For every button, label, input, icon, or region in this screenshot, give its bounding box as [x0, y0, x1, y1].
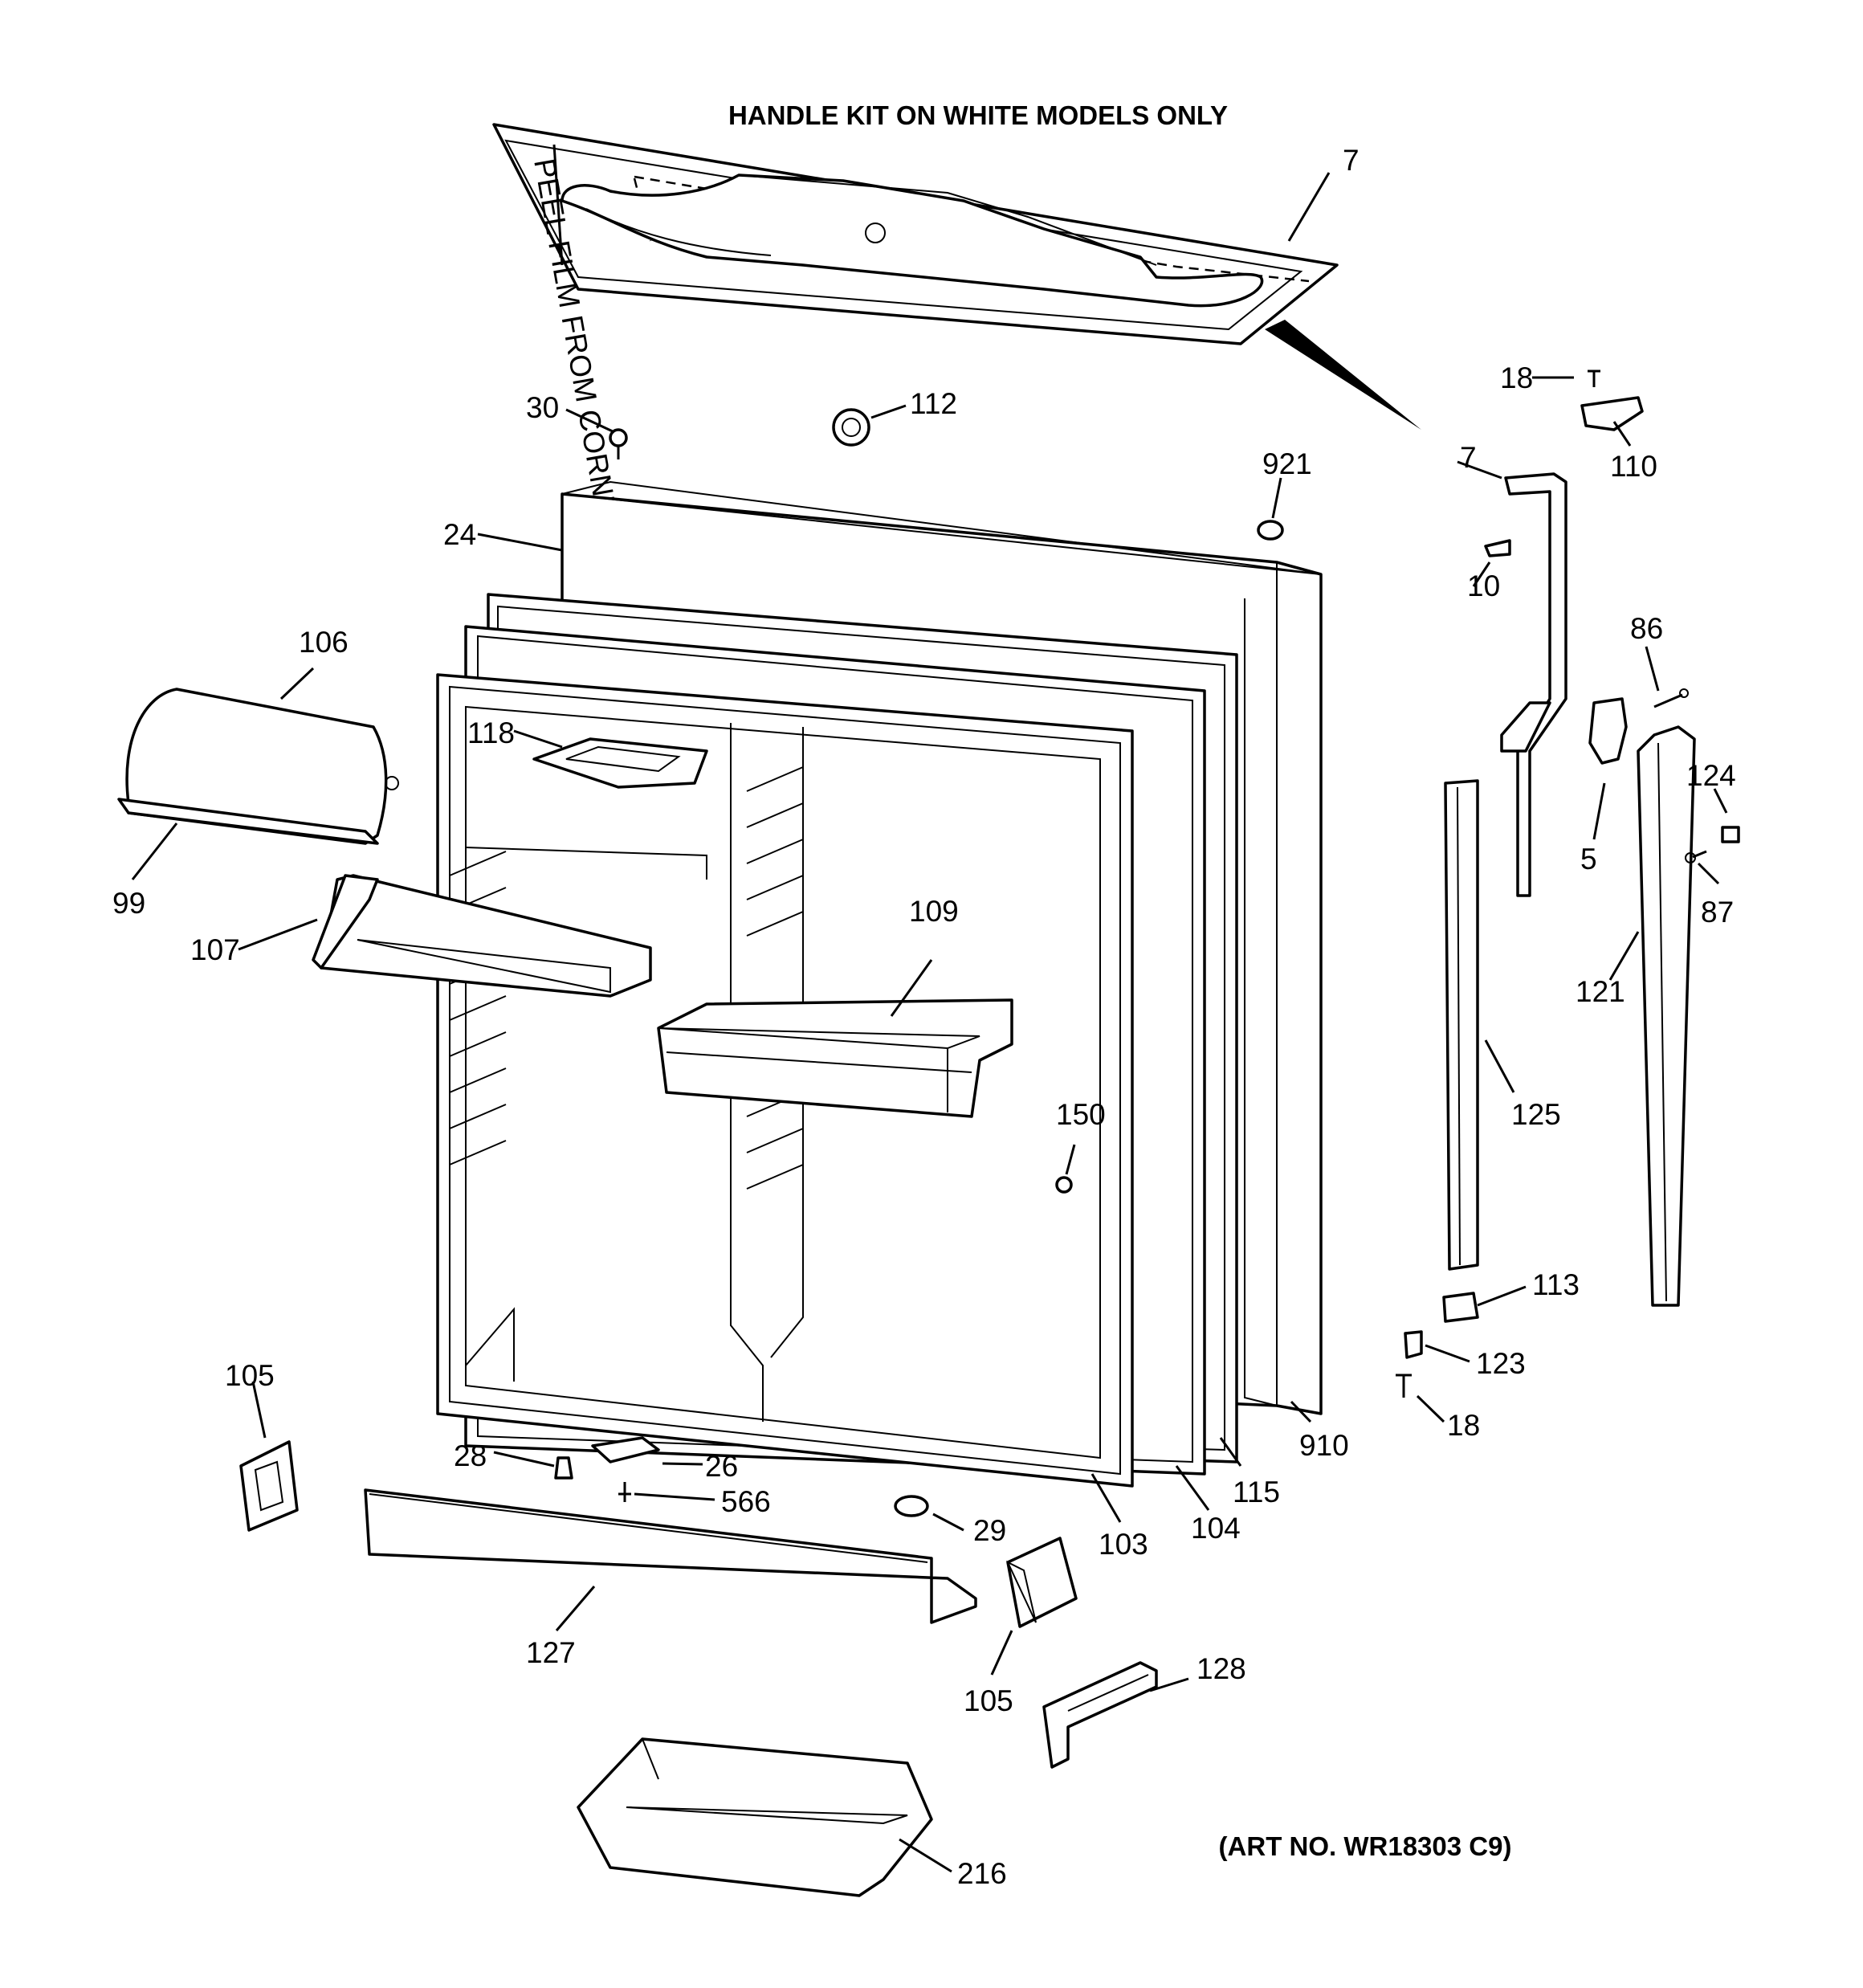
callout-105-left: 105	[225, 1359, 275, 1392]
plate-26	[591, 1436, 660, 1463]
screw-18-top	[1588, 369, 1600, 387]
screw-18-bottom	[1396, 1374, 1412, 1398]
bin-109	[657, 998, 1013, 1118]
screw-86	[1653, 688, 1689, 708]
leader-lines	[131, 172, 1728, 1873]
dairy-door-106	[117, 688, 399, 845]
callout-150: 150	[1056, 1098, 1106, 1131]
shelf-rails-center	[746, 766, 804, 1190]
callout-30: 30	[526, 391, 559, 424]
plunger-28	[554, 1456, 573, 1480]
callout-7-kit: 7	[1343, 144, 1360, 177]
callout-124: 124	[1686, 759, 1736, 792]
callout-29: 29	[973, 1514, 1006, 1547]
callout-127: 127	[526, 1636, 576, 1669]
handle-kit-pointer	[1265, 320, 1421, 430]
callout-26: 26	[705, 1450, 738, 1483]
callout-7-handle: 7	[1460, 441, 1477, 474]
art-number: (ART NO. WR18303 C9)	[1219, 1831, 1512, 1861]
screw-30	[609, 428, 628, 459]
hinge-105-right	[1005, 1537, 1078, 1628]
diagram-title: HANDLE KIT ON WHITE MODELS ONLY	[728, 100, 1228, 130]
callout-115: 115	[1233, 1476, 1280, 1508]
callout-566: 566	[721, 1485, 771, 1518]
callout-28: 28	[454, 1439, 487, 1472]
trim-121	[1637, 725, 1696, 1307]
shelf-118	[532, 737, 708, 789]
callout-106: 106	[299, 626, 349, 659]
callout-labels: 7 7 18 110 30 112 921 24 10 86 106 118 1…	[112, 144, 1736, 1890]
screw-150	[1055, 1176, 1073, 1194]
handle-endcap-5	[1588, 697, 1628, 765]
callout-123: 123	[1476, 1347, 1526, 1380]
callout-110: 110	[1610, 450, 1657, 483]
hinge-cover-110	[1580, 396, 1644, 431]
callout-113: 113	[1532, 1268, 1580, 1301]
callout-87: 87	[1701, 896, 1734, 929]
screw-566	[618, 1482, 631, 1502]
callout-24: 24	[443, 518, 476, 551]
callout-18-top: 18	[1500, 361, 1533, 394]
bracket-10	[1484, 539, 1511, 557]
screw-87	[1685, 850, 1707, 863]
callout-109: 109	[909, 895, 959, 928]
callout-10: 10	[1467, 569, 1500, 602]
callout-103: 103	[1099, 1528, 1148, 1561]
bracket-123	[1404, 1330, 1423, 1359]
callout-216: 216	[957, 1857, 1007, 1890]
hinge-105-left	[239, 1440, 299, 1532]
clip-124	[1721, 826, 1740, 843]
handle-kit-package: PEEL FILM FROM CORNER	[492, 123, 1339, 540]
cap-921	[1257, 520, 1284, 541]
shelf-bin-107	[312, 874, 652, 998]
callout-99: 99	[112, 887, 145, 920]
callout-107: 107	[190, 933, 240, 966]
callout-128: 128	[1196, 1652, 1246, 1685]
callout-910: 910	[1299, 1429, 1349, 1462]
bracket-128	[1042, 1661, 1158, 1769]
trim-125	[1444, 779, 1479, 1271]
callout-921: 921	[1262, 447, 1312, 480]
callout-121: 121	[1576, 975, 1625, 1008]
bin-216	[577, 1737, 933, 1897]
callout-105-right: 105	[964, 1684, 1013, 1717]
callout-86: 86	[1630, 612, 1663, 645]
callout-18-bottom: 18	[1447, 1409, 1480, 1442]
handle-7	[1500, 472, 1567, 897]
callout-104: 104	[1191, 1512, 1241, 1545]
callout-125: 125	[1511, 1098, 1561, 1131]
plug-112	[832, 408, 870, 447]
callout-112: 112	[910, 387, 957, 420]
toe-grille-127	[364, 1488, 977, 1624]
grommet-29	[894, 1495, 929, 1517]
callout-5: 5	[1580, 843, 1597, 876]
callout-118: 118	[467, 716, 515, 749]
bracket-113	[1442, 1292, 1479, 1323]
